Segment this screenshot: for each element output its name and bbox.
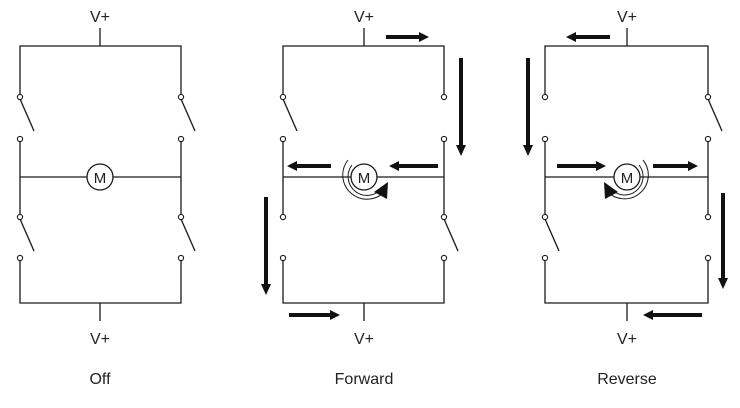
switch-top-right bbox=[704, 93, 723, 143]
current-arrow-bottom-right-icon bbox=[289, 310, 340, 320]
panel-forward: V+ V+ bbox=[261, 9, 466, 388]
supply-label-bottom: V+ bbox=[617, 331, 637, 348]
motor-label: M bbox=[621, 170, 634, 187]
switch-bottom-right bbox=[177, 213, 196, 262]
motor-label: M bbox=[94, 170, 107, 187]
motor: M bbox=[342, 159, 388, 200]
motor: M bbox=[86, 163, 114, 191]
panel-caption-reverse: Reverse bbox=[597, 371, 657, 388]
supply-label-bottom: V+ bbox=[354, 331, 374, 348]
current-arrow-left-right-motor-icon bbox=[389, 161, 438, 171]
motor: M bbox=[604, 159, 649, 200]
current-arrow-right-right-motor-icon bbox=[653, 161, 698, 171]
current-arrow-down-right-icon bbox=[456, 58, 466, 156]
motor-label: M bbox=[358, 170, 371, 187]
supply-label-bottom: V+ bbox=[90, 331, 110, 348]
supply-label-top: V+ bbox=[617, 9, 637, 26]
supply-label-top: V+ bbox=[354, 9, 374, 26]
switch-bottom-left bbox=[541, 213, 560, 262]
circuit-wires bbox=[282, 28, 445, 321]
panel-off: V+ V+ bbox=[16, 9, 196, 388]
rotation-arrowhead-icon bbox=[374, 182, 388, 199]
circuit-wires bbox=[19, 28, 182, 321]
current-arrow-bottom-left-icon bbox=[643, 310, 702, 320]
current-arrow-down-right-icon bbox=[718, 193, 728, 289]
switch-bottom-left bbox=[16, 213, 35, 262]
panel-caption-forward: Forward bbox=[335, 371, 394, 388]
current-arrow-top-right-icon bbox=[386, 32, 429, 42]
current-arrow-down-left-icon bbox=[261, 197, 271, 295]
current-arrow-left-left-motor-icon bbox=[287, 161, 331, 171]
rotation-arrowhead-icon bbox=[604, 182, 618, 199]
switch-top-left bbox=[16, 93, 35, 143]
switch-top-right bbox=[177, 93, 196, 143]
switch-top-left-closed bbox=[541, 93, 549, 143]
panel-caption-off: Off bbox=[89, 371, 111, 388]
circuit-wires bbox=[544, 28, 709, 321]
switch-bottom-left-closed bbox=[279, 213, 287, 262]
switch-bottom-right-closed bbox=[704, 213, 712, 262]
switch-top-right-closed bbox=[440, 93, 448, 143]
panel-reverse: V+ V+ bbox=[523, 9, 728, 388]
switch-top-left bbox=[279, 93, 298, 143]
supply-label-top: V+ bbox=[90, 9, 110, 26]
current-arrow-top-left-icon bbox=[566, 32, 610, 42]
current-arrow-down-left-icon bbox=[523, 58, 533, 156]
switch-bottom-right bbox=[440, 213, 459, 262]
current-arrow-right-left-motor-icon bbox=[557, 161, 606, 171]
